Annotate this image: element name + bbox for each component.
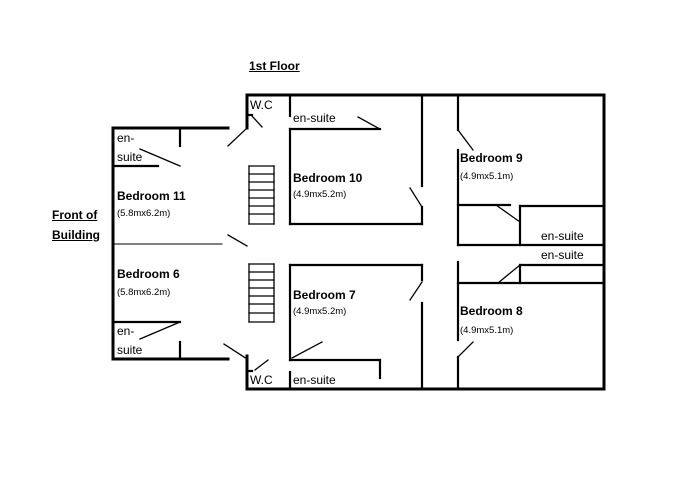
page-title: 1st Floor [249,59,300,73]
ensuite-top-label: en-suite [293,111,336,125]
bedroom-8-dims: (4.9mx5.1m) [460,325,514,336]
ensuite-left-bottom-label-line1: en- [117,324,135,338]
bedroom-11-name: Bedroom 11 [117,189,186,203]
ensuite-left-bottom-label-line2: suite [117,343,143,357]
bedroom-6-dims: (5.8mx6.2m) [117,287,171,298]
bedroom-7-dims: (4.9mx5.2m) [293,306,347,317]
wc-top-label: W.C [250,98,273,112]
bedroom-10-dims: (4.9mx5.2m) [293,189,347,200]
bedroom-9-dims: (4.9mx5.1m) [460,171,514,182]
bedroom-8-name: Bedroom 8 [460,304,523,318]
ensuite-left-top-label-line1: en- [117,131,135,145]
bedroom-6-name: Bedroom 6 [117,267,180,281]
door-swings [139,115,521,371]
interior-walls [111,94,606,390]
front-of-building-label-line1: Front of [52,208,98,222]
bedroom-7-name: Bedroom 7 [293,288,356,302]
ensuite-bottom-label: en-suite [293,373,336,387]
ensuite-right-upper-label: en-suite [541,229,584,243]
staircase-top [248,165,275,225]
bedroom-9-name: Bedroom 9 [460,151,523,165]
ensuite-right-lower-label: en-suite [541,248,584,262]
bedroom-10-name: Bedroom 10 [293,171,363,185]
staircase-bottom [248,263,275,323]
front-of-building-label-line2: Building [52,228,100,242]
wc-bottom-label: W.C [250,373,273,387]
outer-walls [111,93,606,391]
bedroom-11-dims: (5.8mx6.2m) [117,208,171,219]
ensuite-left-top-label-line2: suite [117,150,143,164]
